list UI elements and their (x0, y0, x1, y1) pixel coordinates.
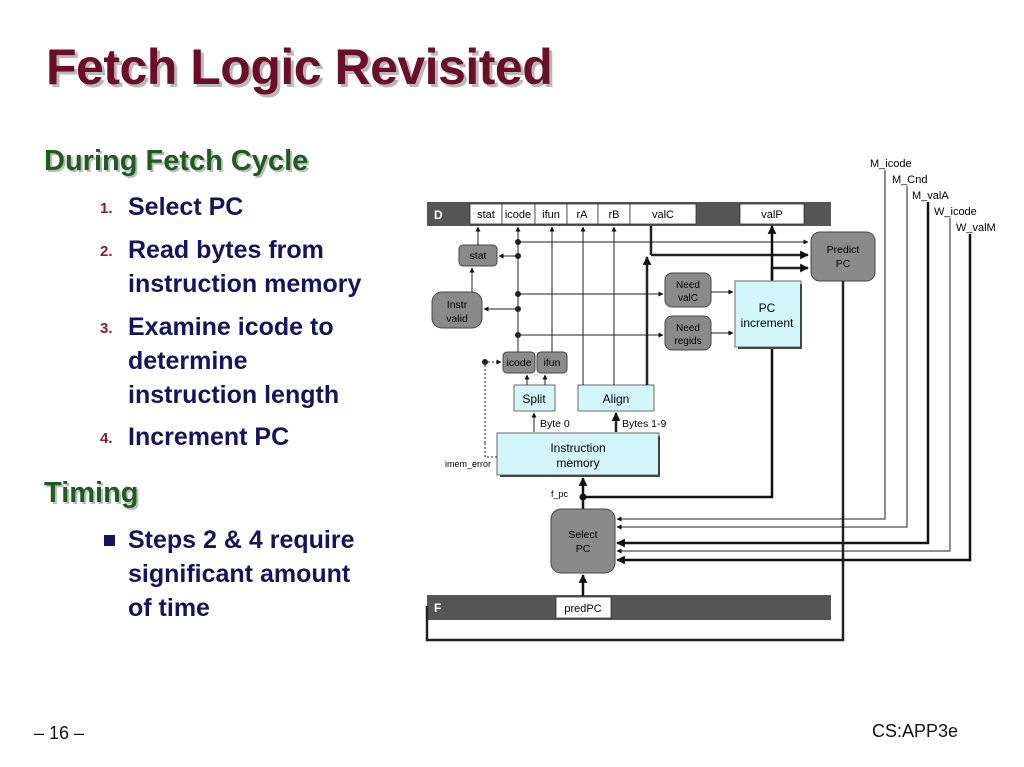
section-heading-fetch-cycle: During Fetch Cycle (44, 145, 309, 177)
svg-text:PC: PC (759, 301, 776, 315)
d-register: D stat icode ifun rA rB valC valP (427, 202, 831, 226)
need-valc-block: Need valC (664, 272, 712, 308)
svg-text:valid: valid (446, 313, 468, 325)
pipeline-inputs: M_icode M_Cnd M_valA W_icode W_valM (616, 158, 996, 565)
f-register-label: F (434, 601, 441, 615)
label-byte0: Byte 0 (540, 418, 570, 430)
f-register-bar (427, 595, 831, 620)
stat-block: stat (458, 244, 498, 267)
need-regids-block: Need regids (664, 315, 712, 351)
page-title: Fetch Logic Revisited (46, 39, 553, 95)
svg-text:regids: regids (674, 336, 701, 347)
svg-text:Need: Need (676, 323, 700, 334)
field-rb: rB (609, 209, 620, 221)
instr-valid-block: Instr valid (431, 291, 483, 329)
input-w-icode: W_icode (934, 206, 977, 218)
page-number: – 16 – (34, 723, 85, 743)
timing-bullet-text: Steps 2 & 4 require significant amount o… (128, 523, 354, 625)
step-number: 1. (100, 200, 113, 217)
label-imem-error: imem_error (445, 459, 491, 469)
input-m-vala: M_valA (912, 190, 949, 202)
svg-text:Instr: Instr (447, 299, 468, 311)
label-f-pc: f_pc (551, 489, 569, 499)
step-line: instruction length (128, 381, 340, 409)
bullet-line: significant amount (128, 560, 351, 588)
step-line: instruction memory (128, 270, 362, 298)
field-stat: stat (477, 209, 495, 221)
svg-text:PC: PC (836, 258, 851, 270)
align-block: Align (577, 384, 655, 412)
svg-text:ifun: ifun (544, 357, 561, 369)
pc-increment-block: PC increment (734, 280, 802, 349)
svg-text:PC: PC (576, 543, 591, 555)
select-pc-block: Select PC (550, 508, 616, 574)
field-valp: valP (761, 209, 782, 221)
step-read-bytes: Read bytes from instruction memory (128, 233, 361, 301)
field-icode: icode (505, 209, 531, 221)
bullet-line: of time (128, 594, 210, 622)
step-number: 4. (100, 430, 113, 447)
section-heading-timing: Timing (44, 477, 139, 509)
svg-text:stat: stat (470, 250, 487, 262)
input-m-cnd: M_Cnd (892, 174, 927, 186)
svg-text:Instruction: Instruction (550, 441, 605, 455)
svg-text:valC: valC (678, 293, 698, 304)
step-line: Read bytes from (128, 236, 324, 264)
svg-text:Select: Select (568, 529, 597, 541)
field-predpc: predPC (564, 603, 601, 615)
step-select-pc: Select PC (128, 193, 244, 221)
svg-text:increment: increment (741, 316, 794, 330)
icode-wires (482, 226, 664, 443)
instruction-memory-block: Instruction memory (496, 432, 660, 477)
field-ra: rA (577, 209, 589, 221)
svg-text:icode: icode (506, 357, 531, 369)
step-line: Examine icode to (128, 313, 334, 341)
input-m-icode: M_icode (870, 158, 912, 170)
step-examine-icode: Examine icode to determine instruction l… (128, 310, 339, 412)
field-ifun: ifun (542, 209, 560, 221)
predict-pc-block: Predict PC (810, 231, 876, 282)
split-block: Split (513, 384, 556, 412)
icode-ifun-block: icode ifun (502, 351, 568, 374)
bullet-line: Steps 2 & 4 require (128, 526, 355, 554)
d-register-label: D (434, 208, 443, 222)
step-line: determine (128, 347, 248, 375)
course-label: CS:APP3e (872, 721, 959, 741)
step-number: 3. (100, 320, 113, 337)
square-bullet-icon (104, 535, 115, 546)
f-register: F predPC (427, 595, 831, 620)
step-increment-pc: Increment PC (128, 423, 290, 451)
svg-text:Predict: Predict (827, 244, 860, 256)
field-valc: valC (652, 209, 674, 221)
label-bytes1-9: Bytes 1-9 (622, 418, 667, 430)
step-number: 2. (100, 243, 113, 260)
svg-text:memory: memory (556, 456, 599, 470)
svg-text:Need: Need (676, 280, 700, 291)
input-w-valm: W_valM (956, 222, 996, 234)
svg-text:Align: Align (603, 392, 630, 406)
svg-text:Split: Split (522, 392, 546, 406)
